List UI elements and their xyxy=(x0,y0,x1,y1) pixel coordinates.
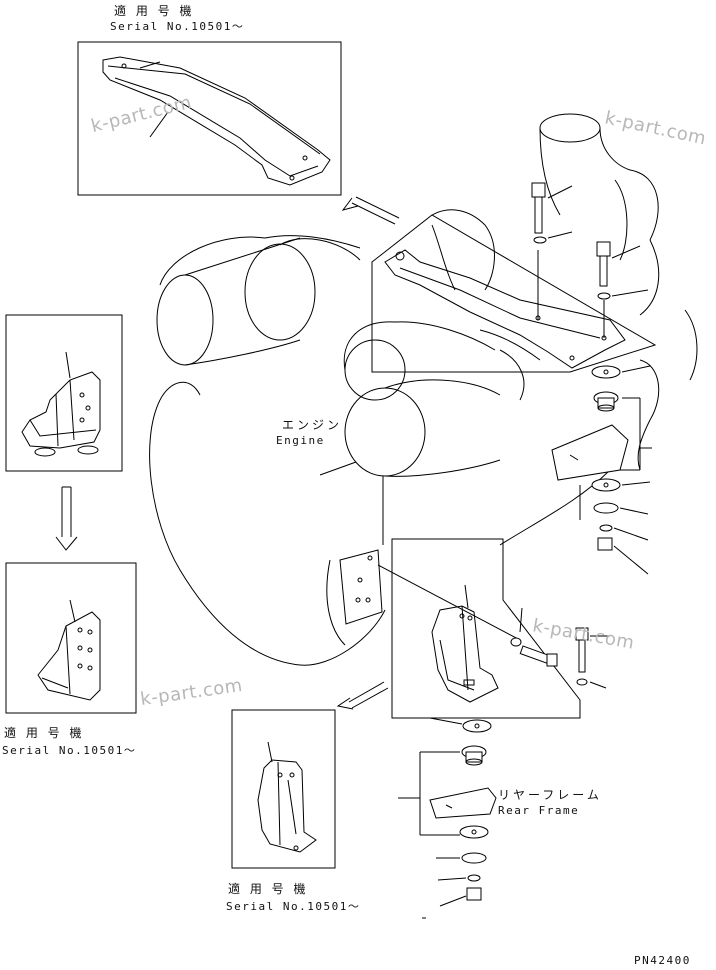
arrow-bottom xyxy=(336,681,389,710)
rear-bolt-1 xyxy=(510,607,558,667)
front-mount-assembly xyxy=(371,209,657,373)
bolt-1 xyxy=(531,182,573,234)
engine-leader xyxy=(319,461,357,476)
bottom-serial-en-label: Serial No.10501～ xyxy=(226,900,361,913)
old-rear-bracket xyxy=(21,351,101,457)
left-lower-inset-frame xyxy=(5,562,137,714)
front-mount-bracket xyxy=(102,56,331,186)
bottom-serial-jp-label: 適 用 号 機 xyxy=(228,882,309,896)
engine xyxy=(149,113,698,666)
rear-frame-jp-label: リヤーフレーム xyxy=(498,788,602,802)
front-rubber-stack xyxy=(551,365,652,575)
top-serial-jp-label: 適 用 号 機 xyxy=(114,4,195,18)
rear-bolt-2 xyxy=(575,627,610,689)
rear-rubber-stack xyxy=(398,717,497,919)
left-inset-frame xyxy=(5,314,123,472)
arrow-down xyxy=(55,486,78,551)
bottom-inset-frame xyxy=(231,709,336,869)
washer-2 xyxy=(597,289,649,338)
arrow-top xyxy=(341,196,400,225)
engine-jp-label: エンジン xyxy=(282,418,343,432)
rear-mount-assembly xyxy=(377,538,581,719)
engine-en-label: Engine xyxy=(276,434,325,447)
top-serial-en-label: Serial No.10501～ xyxy=(110,20,245,33)
new-rear-bracket-left xyxy=(37,599,101,701)
rear-frame-en-label: Rear Frame xyxy=(498,804,580,817)
washer-1 xyxy=(533,231,573,320)
left-serial-jp-label: 適 用 号 機 xyxy=(4,726,85,740)
new-rear-bracket-bottom xyxy=(257,741,317,853)
drawing-number: PN42400 xyxy=(634,954,691,967)
top-inset-frame xyxy=(77,41,342,196)
left-serial-en-label: Serial No.10501～ xyxy=(2,744,137,757)
bolt-2 xyxy=(596,241,641,287)
